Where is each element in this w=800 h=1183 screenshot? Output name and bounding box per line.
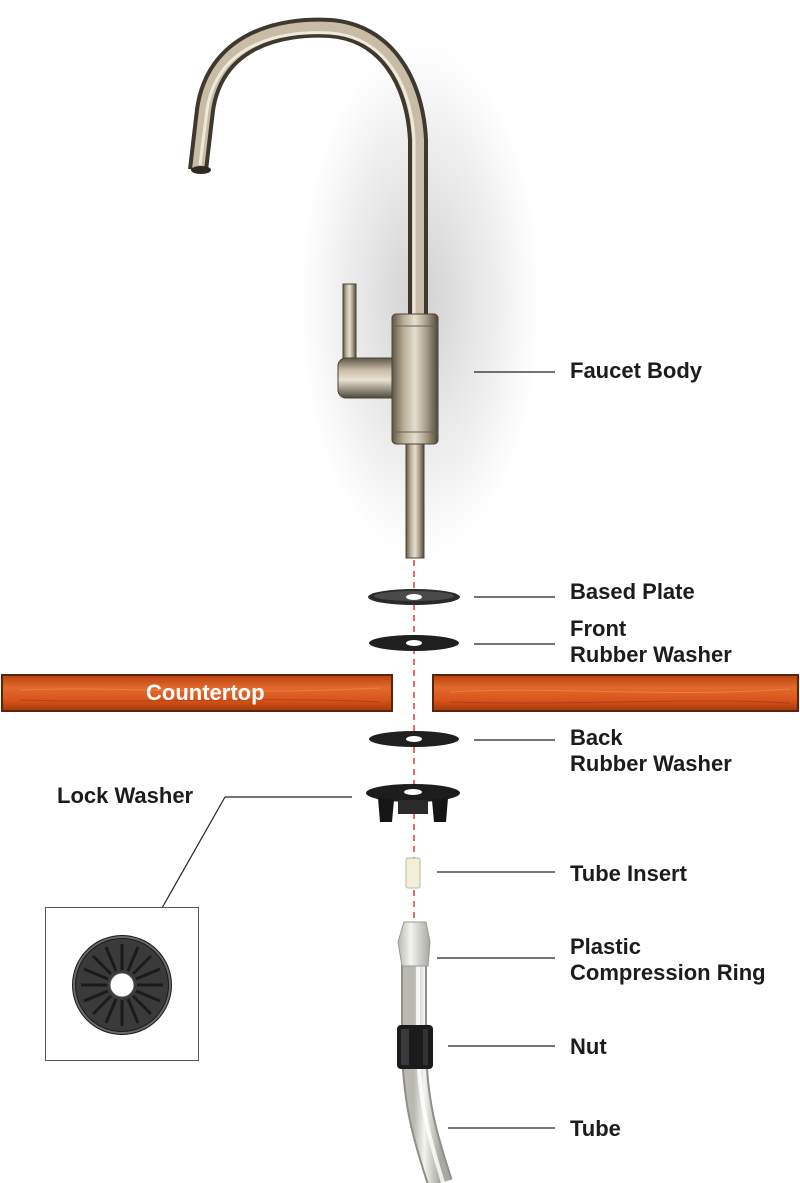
lock-washer-part	[366, 784, 460, 822]
tube-assembly-part	[397, 921, 453, 1183]
countertop-slab	[1, 674, 799, 712]
faucet-body-part	[188, 17, 439, 559]
label-faucet-body: Faucet Body	[570, 358, 703, 383]
compression-ring	[397, 921, 431, 967]
lock-washer-inset	[45, 907, 199, 1061]
label-tube: Tube	[570, 1116, 621, 1141]
leader-lock-washer-diag	[161, 796, 226, 909]
back-rubber-washer-part	[369, 731, 459, 747]
front-rubber-washer-part	[369, 635, 459, 651]
lock-washer-topview-icon	[72, 935, 172, 1035]
label-lock-washer: Lock Washer	[57, 783, 194, 808]
based-plate-part	[368, 589, 460, 605]
label-nut: Nut	[570, 1034, 607, 1059]
countertop-label: Countertop	[146, 680, 265, 705]
label-front-rubber-washer: Front Rubber Washer	[570, 616, 732, 667]
label-back-rubber-washer: Back Rubber Washer	[570, 725, 732, 776]
label-tube-insert: Tube Insert	[570, 861, 687, 886]
tube-insert-part	[405, 857, 421, 889]
label-plastic-compression-ring: Plastic Compression Ring	[570, 934, 766, 985]
label-based-plate: Based Plate	[570, 579, 695, 604]
leader-lines	[161, 371, 555, 1129]
